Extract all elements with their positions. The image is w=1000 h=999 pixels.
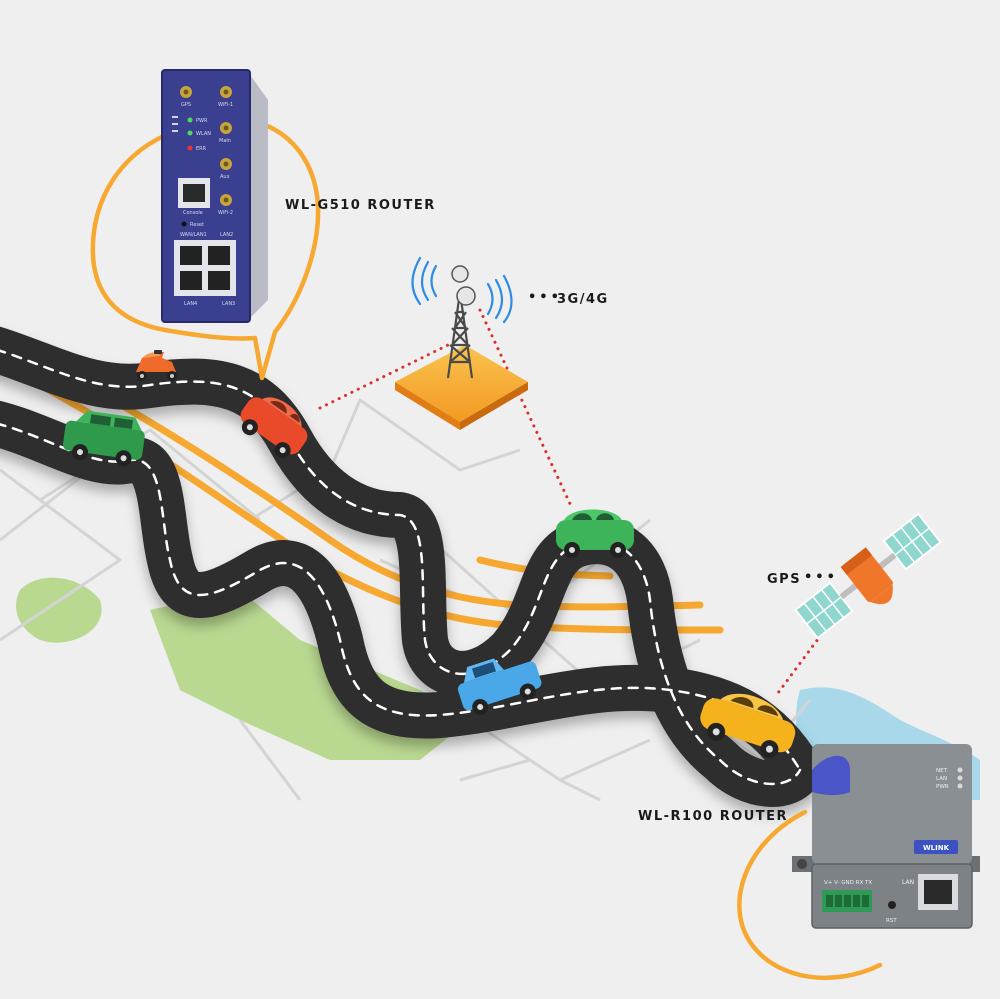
antenna-connector-icon <box>220 158 232 170</box>
satellite-dish <box>870 584 893 605</box>
g510-label-aux: Aux <box>220 174 230 180</box>
r100-terminal-block-icon <box>822 890 872 912</box>
g510-label-pwr: PWR <box>196 118 208 124</box>
antenna-connector-icon <box>220 86 232 98</box>
g510-label-lan3: LAN3 <box>222 301 235 307</box>
r100-label-net: NET <box>936 768 948 774</box>
g510-side-panel <box>248 72 268 320</box>
r100-label-pwr: PWR <box>936 784 949 790</box>
r100-brand-badge <box>914 840 958 854</box>
g510-status-leds <box>172 116 193 151</box>
tower-pad <box>395 345 528 422</box>
g510-label-wifi1: WiFi-1 <box>218 102 233 108</box>
g510-antenna-connectors <box>180 86 232 206</box>
r100-reset-button-icon <box>888 901 896 909</box>
network-3g-4g-label: 3G/4G <box>557 292 609 307</box>
wl-r100-router-label: WL-R100 ROUTER <box>638 809 789 824</box>
blue-pickup-icon <box>457 658 542 716</box>
wl-g510-router: GPS WiFi-1 PWR WLAN ERR Main Aux WiFi-2 … <box>161 69 268 323</box>
tower-dish-lower-icon <box>456 286 476 306</box>
pwr-led-icon <box>187 117 193 123</box>
park-area-left <box>16 577 102 643</box>
g510-label-lan2: LAN2 <box>220 232 233 238</box>
yellow-car-icon <box>700 693 796 759</box>
scooter-icon <box>136 350 177 381</box>
g510-panel-text: GPS WiFi-1 PWR WLAN ERR Main Aux WiFi-2 … <box>180 102 235 307</box>
g510-label-reset: Reset <box>190 222 204 228</box>
link-car-to-tower <box>318 343 450 410</box>
antenna-connector-icon <box>220 122 232 134</box>
r100-lan-port-icon <box>918 874 958 910</box>
r100-light-strip <box>812 755 850 795</box>
g510-label-wan-lan1: WAN/LAN1 <box>180 232 207 238</box>
r100-terminal-labels: V+ V- GND RX TX <box>824 880 872 886</box>
net-led-icon <box>957 767 963 773</box>
link-satellite-to-car <box>776 610 840 695</box>
roads <box>0 326 823 807</box>
g510-callout-bubble <box>90 122 321 381</box>
r100-status-leds <box>957 767 963 789</box>
r100-label-lan-port: LAN <box>902 879 914 886</box>
green-suv-icon <box>62 410 145 467</box>
r100-callout-bubble <box>737 809 883 981</box>
antenna-connector-icon <box>180 86 192 98</box>
g510-lan-ports <box>174 240 236 296</box>
link-tower-to-car <box>478 308 574 510</box>
g510-label-lan4: LAN4 <box>184 301 197 307</box>
green-car-icon <box>556 509 634 558</box>
g510-label-gps: GPS <box>181 102 191 108</box>
network-label-dots: ••• <box>528 290 562 305</box>
err-led-icon <box>187 145 193 151</box>
wlan-led-icon <box>187 130 193 136</box>
g510-label-wlan: WLAN <box>196 131 211 137</box>
g510-console-port-icon <box>178 178 210 208</box>
wl-r100-router: NET LAN PWR WLINK V+ V- GND RX TX RST LA… <box>792 744 980 929</box>
r100-label-lan: LAN <box>936 776 947 782</box>
road-lane-dashes <box>0 349 802 786</box>
lan-led-icon <box>957 775 963 781</box>
gps-label: GPS <box>767 572 802 587</box>
tower-dish-upper-icon <box>451 265 469 283</box>
r100-brand-text: WLINK <box>923 844 950 852</box>
g510-label-wifi2: WiFi-2 <box>218 210 233 216</box>
g510-reset-button-icon <box>181 221 187 227</box>
gps-satellite-icon <box>794 512 942 640</box>
gps-label-dots: ••• <box>804 570 838 585</box>
wl-g510-router-label: WL-G510 ROUTER <box>285 198 436 213</box>
antenna-connector-icon <box>220 194 232 206</box>
g510-label-err: ERR <box>196 146 207 152</box>
r100-label-rst: RST <box>886 918 897 924</box>
signal-waves-icon <box>411 256 513 324</box>
r100-top-face <box>812 744 972 864</box>
wireless-links <box>318 308 840 695</box>
g510-label-console: Console <box>183 210 203 216</box>
pwr-led-icon <box>957 783 963 789</box>
g510-label-main: Main <box>219 138 231 144</box>
red-car-icon <box>240 397 308 459</box>
cell-tower <box>395 256 528 430</box>
